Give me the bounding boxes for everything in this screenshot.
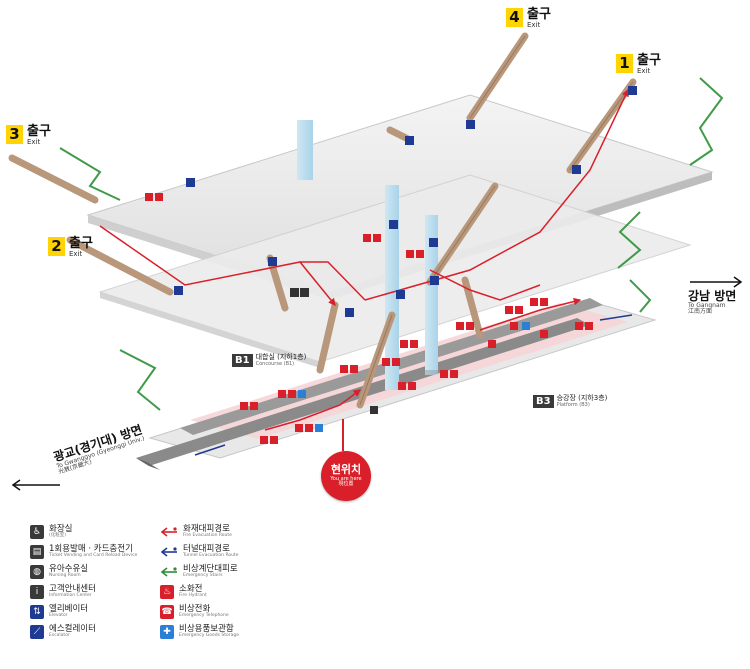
legend-label: 비상전화 [179,604,211,615]
current-location-ko: 현위치 [330,463,362,477]
legend-label: 터널대피경로 [183,544,230,555]
direction-arrows [11,276,743,491]
direction-en: To Gangnam [688,301,726,309]
emergency-storage-icon: ✚ [160,625,174,639]
legend-sub: Escalator [49,633,70,639]
level-code: B1 [232,354,253,367]
tunnel-evacuation-route [194,314,633,456]
legend-label: 비상계단대피로 [183,564,238,575]
platform-edge [136,458,160,470]
legend-label: 엘리베이터 [49,604,89,615]
emergency-stairs [59,77,724,411]
escalator-icon: ⟋ [30,625,44,639]
emergency-phone-icon: ☎ [160,605,174,619]
exit-label-en: Exit [637,67,651,75]
middle-slab-edge [100,292,320,368]
legend-label: 에스컬레이터 [49,624,96,635]
exit-label-en: Exit [27,138,41,146]
fire-hydrant-icon: ♨ [160,585,174,599]
legend-sub: Emergency Telephone [179,613,229,619]
direction-sub: 江南方面 [688,307,713,315]
legend-label: 화장실 [49,524,73,535]
legend-sub: Fire Hydrant [179,593,207,599]
current-location-sub: 現位置 [338,481,354,488]
legend-sub: Elevator [49,613,68,619]
legend-sub: Ticket Vending and Card Reload Device [49,553,138,559]
level-name-ko: 승강장 (지하3층) [556,394,608,403]
legend-sub: Fire Evacuation Route [183,533,232,539]
nursing-room-icon: ◍ [30,565,44,579]
column [385,185,399,390]
column [297,120,313,180]
exit-label-en: Exit [527,21,541,29]
level-b3: B3 승강장 (지하3층)Platform (B3) [533,394,608,408]
legend-sub: Tunnel Evacuation Route [183,553,239,559]
level-b1: B1 대합실 (지하1층)Concourse (B1) [232,353,307,367]
exit-number: 3 [6,125,23,144]
legend-sub: Emergency Goods Storage [179,633,240,639]
legend-label: 1회용발매 · 카드충전기 [49,544,133,555]
level-name-en: Platform (B3) [556,401,590,408]
exit-number: 2 [48,237,65,256]
legend-label: 고객안내센터 [49,584,96,595]
exit-label-ko: 출구 [527,7,551,22]
emergency-stairs-route-icon [160,567,177,577]
exit-label-ko: 출구 [69,236,93,251]
level-name-ko: 대합실 (지하1층) [255,353,307,362]
facility-icons [145,86,637,444]
exit-number: 4 [506,8,523,27]
ticket-machine-icon: ▤ [30,545,44,559]
direction-gangnam: 강남 방면 To Gangnam 江南方面 [688,290,736,315]
column [425,245,438,375]
legend-sub: (化粧室) [49,533,67,539]
fire-evacuation-route-icon [160,527,177,537]
legend-label: 소화전 [179,584,203,595]
current-location-en: You are here [330,475,362,482]
exit-label-ko: 출구 [27,124,51,139]
current-location-marker: 현위치 You are here 現位置 [321,451,371,501]
legend-sub: Information Center [49,593,92,599]
direction-ko: 강남 방면 [688,289,737,303]
legend-sub: Emergency Stairs [183,573,223,579]
legend-label: 비상용품보관함 [179,624,234,635]
legend-item: ♿ 화장실(化粧室) [30,524,137,540]
exit-label-ko: 출구 [637,53,661,68]
exit-number: 1 [616,54,633,73]
level-code: B3 [533,395,554,408]
legend-label: 유아수유실 [49,564,89,575]
level-name-en: Concourse (B1) [255,360,295,367]
current-location-pin [342,419,344,451]
tunnel-evacuation-route-icon [160,547,177,557]
legend-label: 화재대피경로 [183,524,230,535]
exit-label-en: Exit [69,250,83,258]
elevator-icon: ⇅ [30,605,44,619]
info-center-icon: i [30,585,44,599]
legend-sub: Nursing Room [49,573,81,579]
restroom-icon: ♿ [30,525,44,539]
